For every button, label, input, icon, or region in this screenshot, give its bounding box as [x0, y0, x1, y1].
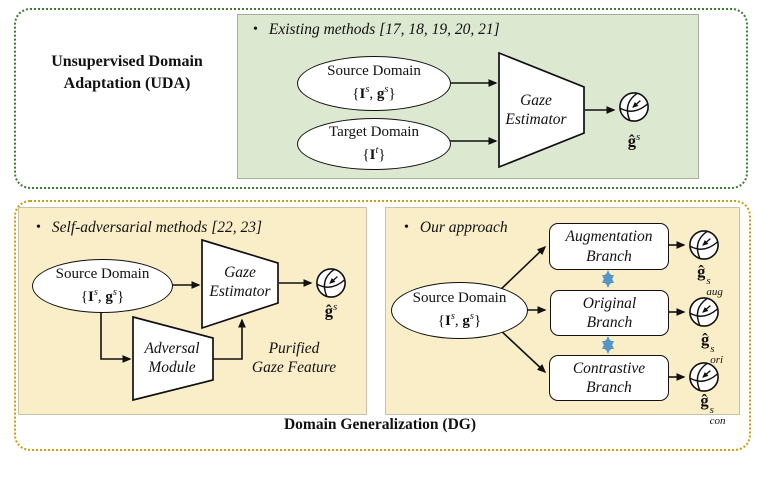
- math-sup-s: s: [469, 311, 475, 322]
- math-sup-s: s: [93, 286, 98, 298]
- bullet-icon: •: [36, 220, 41, 235]
- uda-gaze-estimator-trapezoid: [498, 51, 585, 169]
- ellipse-math: {It}: [362, 141, 385, 165]
- g-hat-symbol: ĝ: [700, 391, 709, 410]
- math-close-brace: }: [388, 86, 396, 102]
- g-hat-symbol: ĝ: [697, 262, 706, 281]
- arrow-source-to-augmentation: [497, 245, 547, 293]
- g-superscript: s: [332, 301, 338, 313]
- augmentation-branch-box: Augmentation Branch: [549, 223, 669, 270]
- sa-output-gaze-label: ĝs: [309, 297, 353, 322]
- math-separator: ,: [454, 313, 463, 329]
- math-sup-s: s: [450, 311, 455, 322]
- dg-title: Domain Generalization (DG): [283, 416, 476, 433]
- math-symbol-I: I: [369, 146, 376, 163]
- math-open-brace: {: [80, 288, 88, 305]
- math-open-brace: {: [352, 86, 360, 102]
- adversal-module-trapezoid: [132, 315, 214, 402]
- g-superscript: s: [706, 275, 711, 287]
- uda-dotted-box: [14, 8, 748, 189]
- self-adversarial-methods-label: Self-adversarial methods [22, 23]: [51, 219, 263, 236]
- gaze-sphere-icon: [690, 298, 718, 326]
- bullet-icon: •: [253, 22, 258, 37]
- math-symbol-I: I: [87, 288, 94, 305]
- gaze-sphere-icon: [690, 231, 718, 259]
- g-hat-symbol: ĝ: [324, 301, 333, 321]
- uda-target-domain-ellipse: Target Domain {It}: [297, 118, 451, 170]
- arrow-source-to-adversal: [100, 311, 132, 363]
- math-symbol-g: g: [376, 86, 385, 102]
- ellipse-title: Source Domain: [55, 265, 150, 282]
- math-symbol-g: g: [105, 288, 113, 305]
- math-sup-t: t: [375, 144, 379, 156]
- sa-gaze-estimator-trapezoid: [201, 238, 279, 330]
- ellipse-title: Source Domain: [412, 290, 507, 306]
- ours-source-domain-ellipse: Source Domain {Is, gs}: [391, 282, 528, 339]
- sa-gaze-estimator-label: Gaze Estimator: [209, 264, 271, 300]
- math-sup-s: s: [112, 286, 118, 298]
- g-superscript: s: [635, 131, 641, 143]
- gaze-sphere-icon: [317, 269, 345, 297]
- g-superscript: s: [710, 343, 715, 355]
- math-sup-s: s: [384, 84, 389, 95]
- existing-methods-label: Existing methods [17, 18, 19, 20, 21]: [268, 21, 500, 38]
- math-symbol-I: I: [359, 86, 366, 102]
- math-separator: ,: [369, 86, 377, 102]
- our-approach-bullet-row: • Our approach: [404, 219, 508, 237]
- existing-methods-bullet-row: • Existing methods [17, 18, 19, 20, 21]: [253, 21, 500, 39]
- ellipse-math: {Is, gs}: [438, 307, 481, 331]
- gaze-sphere-icon: [690, 363, 718, 391]
- gaze-sphere-icon: [620, 93, 648, 121]
- math-symbol-I: I: [444, 313, 451, 329]
- g-hat-symbol: ĝ: [700, 330, 710, 349]
- math-symbol-g: g: [462, 313, 470, 329]
- uda-title: Unsupervised Domain Adaptation (UDA): [51, 53, 203, 92]
- math-open-brace: {: [362, 146, 370, 163]
- bullet-icon: •: [404, 220, 409, 235]
- math-close-brace: }: [378, 146, 386, 163]
- uda-gaze-estimator-label: Gaze Estimator: [505, 92, 567, 128]
- uda-output-gaze-label: ĝs: [612, 127, 656, 152]
- math-close-brace: }: [474, 313, 482, 329]
- math-close-brace: }: [117, 288, 125, 305]
- math-separator: ,: [97, 288, 106, 305]
- g-hat-symbol: ĝ: [627, 131, 636, 151]
- g-subscript: ori: [710, 353, 724, 366]
- contrastive-branch-box: Contrastive Branch: [549, 355, 669, 401]
- uda-source-domain-ellipse: Source Domain {Is, gs}: [297, 56, 451, 111]
- ellipse-title: Target Domain: [329, 123, 419, 140]
- self-adversarial-bullet-row: • Self-adversarial methods [22, 23]: [36, 219, 262, 237]
- dg-dotted-box: [14, 200, 751, 451]
- adversal-module-label: Adversal Module: [144, 340, 200, 376]
- math-open-brace: {: [437, 313, 445, 329]
- g-superscript: s: [709, 404, 714, 416]
- arrow-adversal-to-estimator: [213, 318, 246, 360]
- arrow-source-to-contrastive: [497, 327, 547, 374]
- ellipse-math: {Is, gs}: [81, 283, 124, 307]
- ellipse-title: Source Domain: [327, 63, 421, 79]
- sa-source-domain-ellipse: Source Domain {Is, gs}: [32, 259, 173, 313]
- ellipse-math: {Is, gs}: [352, 80, 395, 104]
- our-approach-label: Our approach: [419, 219, 508, 236]
- original-branch-box: Original Branch: [550, 290, 669, 336]
- g-subscript: aug: [706, 285, 723, 298]
- math-sup-s: s: [365, 84, 370, 95]
- purified-gaze-feature-label: Purified Gaze Feature: [251, 340, 337, 376]
- g-subscript: con: [709, 414, 726, 427]
